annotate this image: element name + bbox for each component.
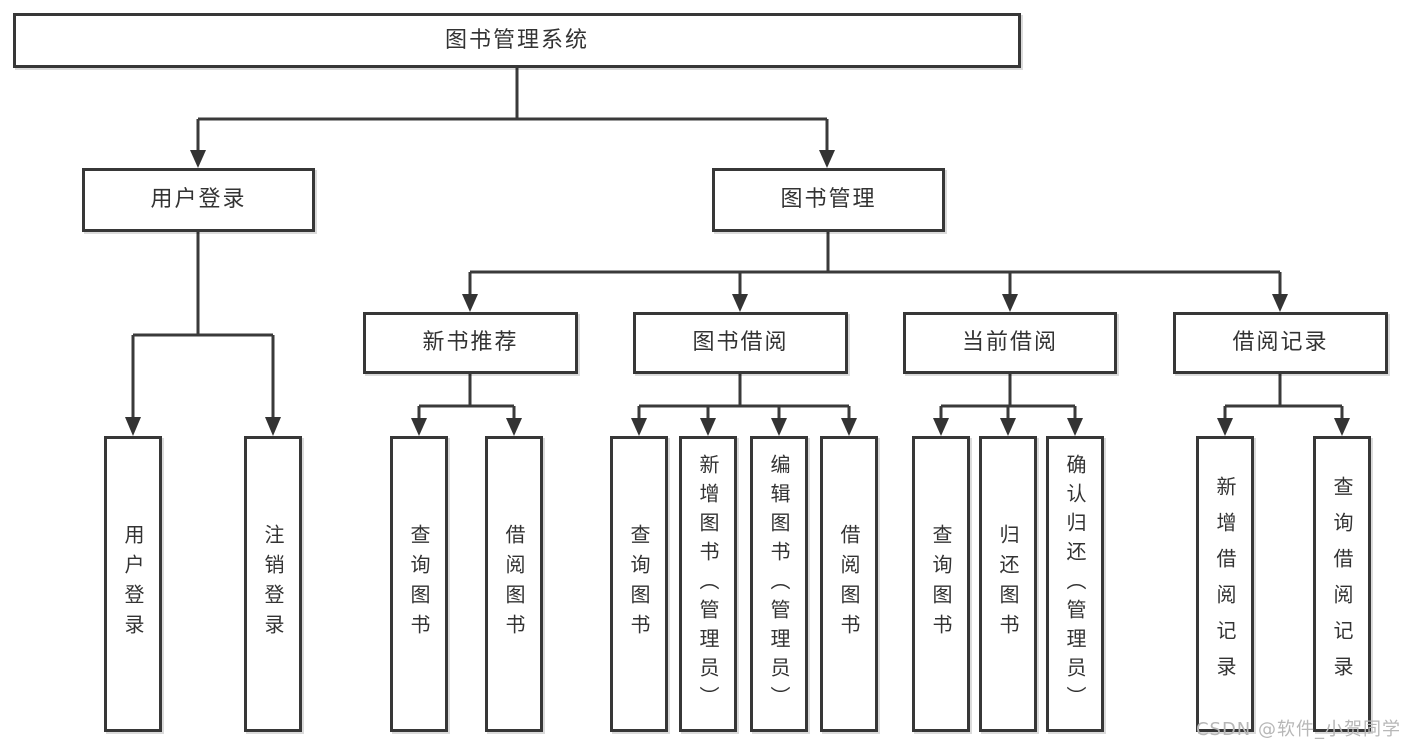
leaf-confirm-return-admin: 确认归还（管理员） [1046, 436, 1104, 732]
leaf-logout: 注销登录 [244, 436, 302, 732]
node-label: 查询图书 [627, 524, 651, 644]
node-label: 查询图书 [407, 524, 431, 644]
leaf-borrow-books: 借阅图书 [820, 436, 878, 732]
leaf-borrow-books-recommend: 借阅图书 [485, 436, 543, 732]
leaf-return-book: 归还图书 [979, 436, 1037, 732]
connector-new-book-group [417, 374, 516, 421]
node-label: 图书管理系统 [444, 27, 589, 53]
leaf-user-login: 用户登录 [104, 436, 162, 732]
connector-user-login-group [131, 232, 275, 420]
node-book-management: 图书管理 [712, 168, 945, 232]
connector-book-management-group [468, 232, 1282, 296]
leaf-add-borrow-record: 新增借阅记录 [1196, 436, 1254, 732]
connector-book-borrowing-group [637, 374, 851, 421]
connector-borrowing-records-group [1223, 374, 1344, 421]
node-label: 查询借阅记录 [1330, 476, 1354, 692]
node-label: 编辑图书（管理员） [767, 453, 791, 715]
leaf-query-books-borrowing: 查询图书 [610, 436, 668, 732]
connector-current-borrowing-group [939, 374, 1077, 421]
node-label: 用户登录 [121, 524, 145, 644]
node-new-book-recommend: 新书推荐 [363, 312, 578, 374]
leaf-query-books-current: 查询图书 [912, 436, 970, 732]
leaf-query-borrow-record: 查询借阅记录 [1313, 436, 1371, 732]
watermark: CSDN @软件_小贺同学 [1195, 719, 1401, 740]
node-library-system: 图书管理系统 [13, 13, 1021, 68]
arrowheads [125, 150, 1350, 436]
node-label: 新增图书（管理员） [696, 453, 720, 715]
node-label: 借阅图书 [502, 524, 526, 644]
node-label: 确认归还（管理员） [1063, 453, 1087, 715]
node-label: 借阅记录 [1232, 330, 1329, 355]
node-user-login: 用户登录 [82, 168, 315, 232]
node-borrowing-records: 借阅记录 [1173, 312, 1388, 374]
node-label: 归还图书 [996, 524, 1020, 644]
leaf-edit-book-admin: 编辑图书（管理员） [750, 436, 808, 732]
node-label: 当前借阅 [961, 330, 1058, 355]
node-label: 注销登录 [261, 524, 285, 644]
node-label: 新书推荐 [422, 330, 519, 355]
node-label: 用户登录 [150, 187, 247, 212]
node-book-borrowing: 图书借阅 [633, 312, 848, 374]
node-label: 借阅图书 [837, 524, 861, 644]
leaf-query-books-recommend: 查询图书 [390, 436, 448, 732]
node-label: 查询图书 [929, 524, 953, 644]
node-label: 图书管理 [780, 187, 877, 212]
node-current-borrowing: 当前借阅 [903, 312, 1117, 374]
leaf-add-book-admin: 新增图书（管理员） [679, 436, 737, 732]
node-label: 新增借阅记录 [1213, 476, 1237, 692]
node-label: 图书借阅 [692, 330, 789, 355]
connector-root-to-level2 [196, 68, 829, 152]
